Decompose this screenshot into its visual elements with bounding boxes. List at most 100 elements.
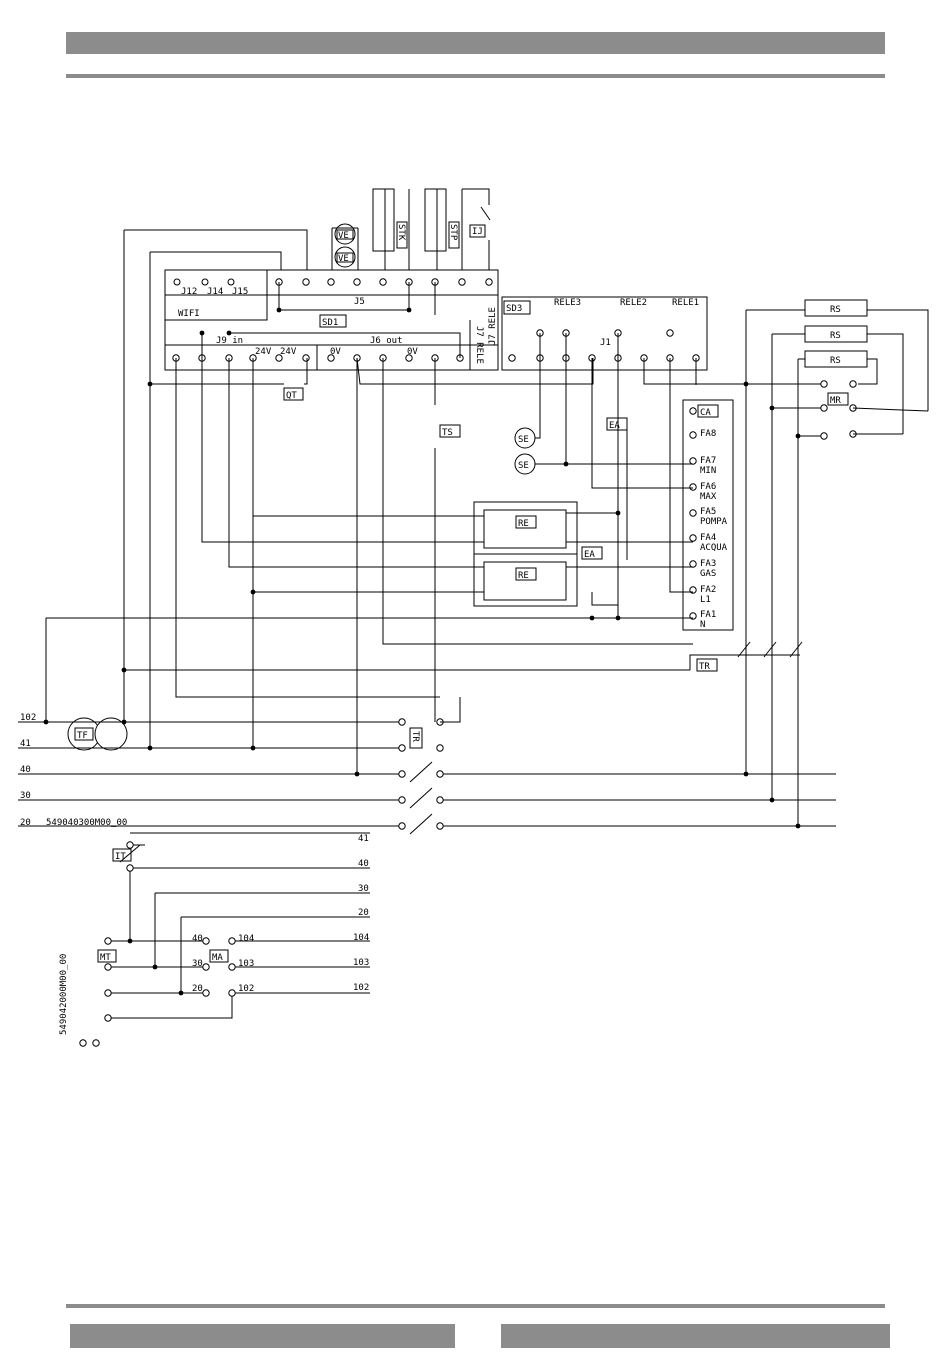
wire-label-20: 20 [20,818,31,828]
wire [356,357,594,385]
terminal [689,560,697,568]
rs2-label: RS [830,331,841,341]
terminal [398,770,406,778]
terminal [353,278,361,286]
terminal [485,278,493,286]
relay-board: SD3 RELE3 RELE2 RELE1 J1 J7 RELE [488,296,708,371]
wire [119,844,141,863]
lower-wire-104: 104 [353,933,369,943]
rs1-label: RS [830,305,841,315]
label-j9: J9 in [216,336,243,346]
terminal [436,770,444,778]
junction-dot [121,667,127,673]
terminal [398,744,406,752]
ca-label: CA [700,408,711,418]
terminal [327,278,335,286]
ca-terminal-label: L1 [700,595,711,605]
junction-dot [276,307,282,313]
lower-wire-40: 40 [358,859,369,869]
terminal [92,1039,100,1047]
wire [382,358,693,645]
junction-dot [589,615,595,621]
wire [150,251,282,270]
label-j6: J6 out [370,336,403,346]
ca-terminal-label: GAS [700,569,716,579]
label-j7-rele: J7 RELE [488,307,498,345]
label-rele1: RELE1 [672,298,699,308]
wire [278,282,410,311]
ma-pin-40: 40 [192,934,203,944]
qt-ts: QT TS [283,387,461,438]
label-24v-b: 24V [280,347,297,357]
wire [591,358,693,489]
terminal [689,431,697,439]
se2-label: SE [518,461,529,471]
power-section: TF TR IT MT MA [67,717,423,963]
junction-dot [250,745,256,751]
wire [867,333,904,434]
contactor-right: TR RS RS RS MR [696,299,868,672]
terminal [202,963,210,971]
terminal [228,937,236,945]
se1-label: SE [518,435,529,445]
wire [175,358,440,698]
terminal [398,718,406,726]
wire-label-41: 41 [20,739,31,749]
wire [201,358,484,543]
wire [852,407,929,412]
ca-terminal-label: FA2 [700,585,716,595]
terminal [820,404,828,412]
terminal [436,822,444,830]
ca-terminal-label: FA4 [700,533,716,543]
mr-label: MR [830,396,841,406]
junction-dot [226,330,232,336]
terminal [104,989,112,997]
terminal [458,278,466,286]
wire [228,358,484,568]
junction-dot [743,771,749,777]
re-relays: RE RE [473,501,578,607]
wire [440,697,461,723]
terminal [302,354,310,362]
mt-label: MT [100,953,111,963]
junction-dot [147,745,153,751]
terminal [398,796,406,804]
terminal [202,937,210,945]
label-sd1: SD1 [322,318,338,328]
terminal [436,744,444,752]
ve1-label: VE [338,231,349,241]
wire-label-30: 30 [20,791,31,801]
sensors: SE SE EA EA [514,417,628,560]
terminal [689,483,697,491]
ca-terminal-label: FA5 [700,507,716,517]
re2-label: RE [518,571,529,581]
junction-dot [769,797,775,803]
footer-bar-left [70,1324,455,1348]
ca-terminal-label: MAX [700,492,717,502]
header-bar [66,32,885,54]
wire [858,358,878,385]
terminal [104,937,112,945]
it-label: IT [115,852,126,862]
re1-label: RE [518,519,529,529]
wire [124,229,308,270]
terminal [228,963,236,971]
wire [108,993,233,1019]
wire [304,358,308,385]
terminal [275,354,283,362]
header-rule [66,74,885,78]
wire [229,332,461,358]
wire-label-102: 102 [20,713,36,723]
terminal [689,407,697,415]
stk-label: STK [396,224,406,241]
terminal [666,329,674,337]
tf-label: TF [77,731,88,741]
label-j7: J7 RELE [474,326,484,364]
terminal [436,796,444,804]
footer-bar-right [501,1324,890,1348]
terminal [104,1014,112,1022]
wiring [18,227,929,1047]
wire-label-40: 40 [20,765,31,775]
label-0v-a: 0V [330,347,341,357]
